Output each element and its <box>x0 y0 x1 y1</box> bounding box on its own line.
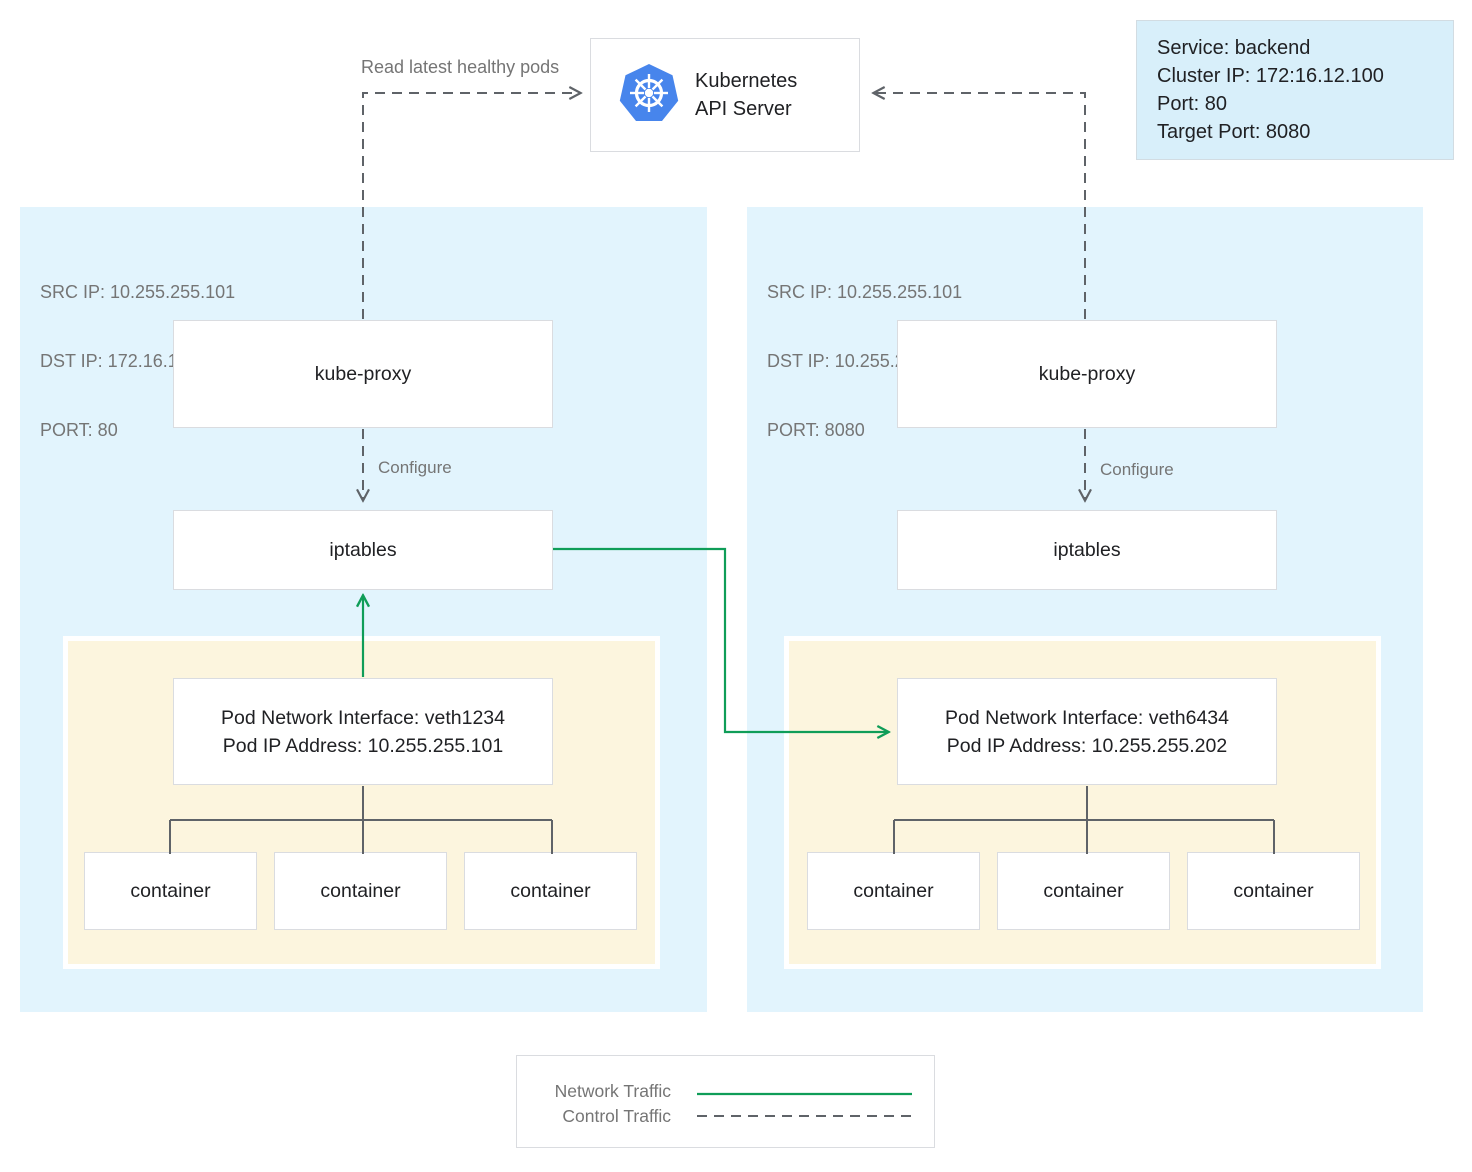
right-kube-proxy-label: kube-proxy <box>1038 362 1136 385</box>
legend-control-traffic-label: Control Traffic <box>562 1106 671 1126</box>
left-pod-interface-line1: Pod Network Interface: veth1234 <box>221 706 505 729</box>
left-port: PORT: 80 <box>40 420 118 440</box>
api-server-box: Kubernetes API Server <box>590 38 860 152</box>
left-kube-proxy-label: kube-proxy <box>314 362 412 385</box>
right-src-ip: SRC IP: 10.255.255.101 <box>767 282 963 302</box>
left-src-ip: SRC IP: 10.255.255.101 <box>40 282 236 302</box>
service-name: Service: backend <box>1157 37 1311 59</box>
api-server-label-line2: API Server <box>695 98 792 120</box>
container-label: container <box>853 879 934 902</box>
container-label: container <box>1233 879 1314 902</box>
container-label: container <box>1043 879 1124 902</box>
left-pod-interface-box: Pod Network Interface: veth1234 Pod IP A… <box>173 678 553 785</box>
left-configure-label: Configure <box>378 458 452 477</box>
read-latest-healthy-pods-label: Read latest healthy pods <box>361 57 560 77</box>
service-info-box: Service: backend Cluster IP: 172:16.12.1… <box>1136 20 1454 160</box>
right-kube-proxy-box: kube-proxy <box>897 320 1277 428</box>
container-box: container <box>274 852 447 930</box>
right-iptables-label: iptables <box>1053 538 1121 561</box>
right-pod-interface-box: Pod Network Interface: veth6434 Pod IP A… <box>897 678 1277 785</box>
container-box: container <box>997 852 1170 930</box>
legend-network-traffic-label: Network Traffic <box>554 1081 671 1101</box>
right-port: PORT: 8080 <box>767 420 865 440</box>
api-server-label-line1: Kubernetes <box>695 70 798 92</box>
right-configure-label: Configure <box>1100 460 1174 479</box>
left-iptables-box: iptables <box>173 510 553 590</box>
container-box: container <box>464 852 637 930</box>
service-port: Port: 80 <box>1157 93 1228 115</box>
left-pod-ip-line2: Pod IP Address: 10.255.255.101 <box>222 734 504 757</box>
container-label: container <box>320 879 401 902</box>
left-packet-header: SRC IP: 10.255.255.101 DST IP: 172.16.12… <box>40 235 235 488</box>
right-iptables-box: iptables <box>897 510 1277 590</box>
left-iptables-label: iptables <box>329 538 397 561</box>
legend-box: Network Traffic Control Traffic <box>516 1055 935 1148</box>
right-pod-interface-line1: Pod Network Interface: veth6434 <box>945 706 1229 729</box>
container-box: container <box>807 852 980 930</box>
left-kube-proxy-box: kube-proxy <box>173 320 553 428</box>
right-pod-ip-line2: Pod IP Address: 10.255.255.202 <box>946 734 1228 757</box>
container-box: container <box>84 852 257 930</box>
kubernetes-icon <box>617 62 681 128</box>
container-label: container <box>130 879 211 902</box>
container-label: container <box>510 879 591 902</box>
container-box: container <box>1187 852 1360 930</box>
service-target-port: Target Port: 8080 <box>1157 121 1311 143</box>
service-cluster-ip: Cluster IP: 172:16.12.100 <box>1157 65 1384 87</box>
